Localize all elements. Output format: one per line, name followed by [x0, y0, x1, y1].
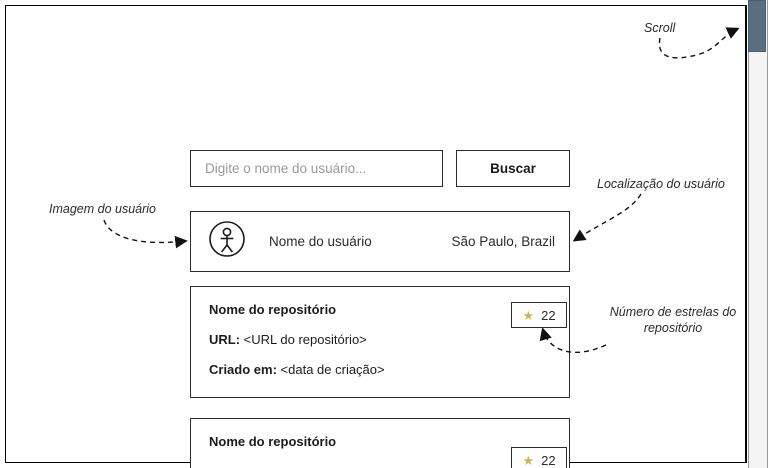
content-frame-right-edge	[745, 5, 747, 463]
search-input[interactable]	[190, 150, 443, 187]
star-icon: ★	[522, 452, 535, 468]
user-name: Nome do usuário	[269, 234, 372, 249]
repository-card: Nome do repositório ★ 22	[190, 418, 570, 468]
repository-created: Criado em: <data de criação>	[209, 362, 385, 377]
repository-created-value: <data de criação>	[280, 362, 385, 377]
repository-stars-badge[interactable]: ★ 22	[511, 302, 567, 328]
user-location: São Paulo, Brazil	[451, 234, 555, 249]
scrollbar-thumb[interactable]	[748, 0, 766, 52]
search-button[interactable]: Buscar	[456, 150, 570, 187]
repository-name: Nome do repositório	[209, 434, 337, 449]
repository-stars-count: 22	[541, 452, 556, 468]
repository-url-value: <URL do repositório>	[243, 332, 367, 347]
repository-card: Nome do repositório URL: <URL do reposit…	[190, 286, 570, 398]
annotation-image: Imagem do usuário	[49, 202, 157, 216]
repository-stars-badge[interactable]: ★ 22	[511, 447, 567, 468]
repository-url-label: URL:	[209, 332, 241, 347]
scrollbar-track[interactable]	[748, 0, 768, 468]
repository-url: URL: <URL do repositório>	[209, 332, 367, 347]
annotation-scroll: Scroll	[644, 21, 676, 35]
star-icon: ★	[522, 307, 535, 323]
annotation-stars: Número de estrelas do repositório	[609, 305, 737, 335]
repository-name: Nome do repositório	[209, 302, 337, 317]
annotation-location: Localização do usuário	[597, 177, 725, 191]
user-stick-figure-icon	[208, 220, 246, 263]
repository-stars-count: 22	[541, 307, 556, 323]
user-card: Nome do usuário São Paulo, Brazil	[190, 211, 570, 272]
repository-created-label: Criado em:	[209, 362, 277, 377]
